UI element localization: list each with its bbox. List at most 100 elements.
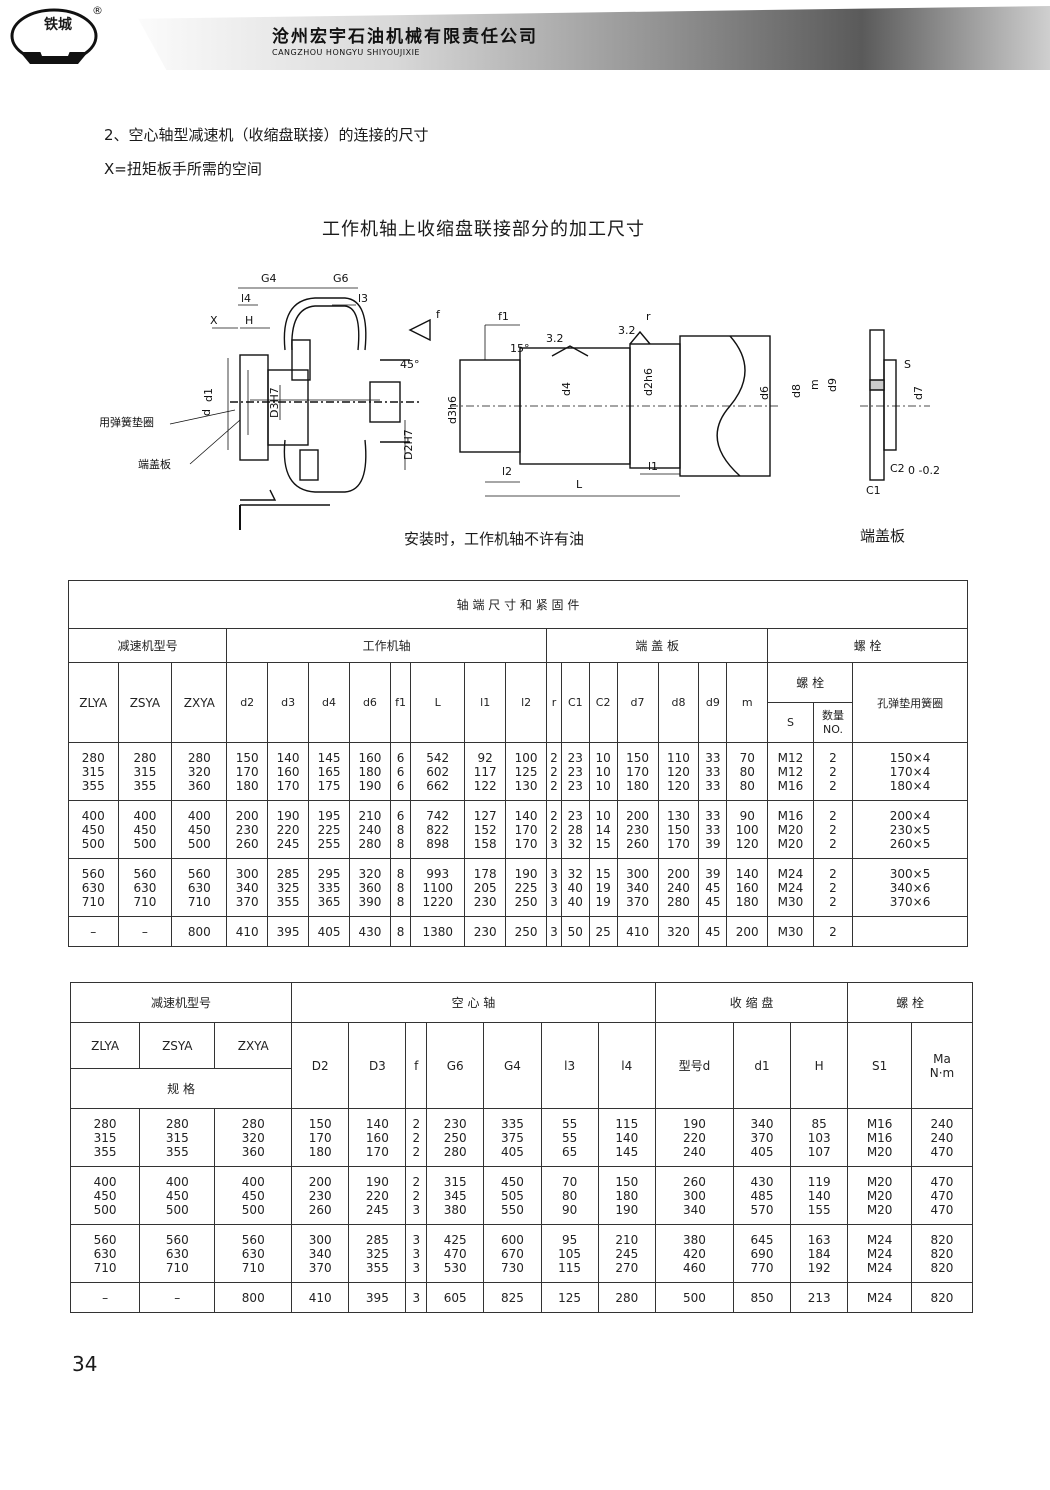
table-cell: 50 xyxy=(560,916,590,947)
table-cell: 400 450 500 xyxy=(69,1166,141,1225)
label-D2H7: D2H7 xyxy=(402,429,415,460)
table-cell: – xyxy=(68,916,119,947)
table-cell: M24 M24 M24 xyxy=(847,1224,912,1283)
table-cell: 15 19 19 xyxy=(588,858,618,917)
table-cell: 3 xyxy=(546,916,562,947)
table2-col: d1 xyxy=(732,1022,792,1109)
table-cell: 230 xyxy=(464,916,507,947)
shaft-end-table: 轴 端 尺 寸 和 紧 固 件 减速机型号 工作机轴 端 盖 板 螺 栓 ZLY… xyxy=(67,580,968,947)
table-cell: 2 2 2 xyxy=(812,742,854,801)
table1-col: C2 xyxy=(588,662,618,743)
table-cell: 125 xyxy=(540,1282,599,1313)
table-cell: 280 320 360 xyxy=(214,1108,293,1167)
table-cell: 92 117 122 xyxy=(464,742,507,801)
table1-col-washer: 孔弹垫用簧圈 xyxy=(852,662,968,743)
table1-group-cap: 端 盖 板 xyxy=(546,628,769,663)
table-cell: 430 485 570 xyxy=(732,1166,792,1225)
table-cell: M16 M16 M20 xyxy=(847,1108,912,1167)
label-S: S xyxy=(904,358,911,371)
table1-col-bolt-s: S xyxy=(767,702,814,743)
page-number: 34 xyxy=(72,1352,98,1376)
table-cell: 119 140 155 xyxy=(790,1166,849,1225)
table-cell: M30 xyxy=(767,916,814,947)
table-cell: 130 150 170 xyxy=(657,800,700,859)
table-cell: 500 xyxy=(654,1282,734,1313)
table-cell: 150 170 180 xyxy=(616,742,659,801)
table-cell: 190 225 250 xyxy=(505,858,548,917)
table-cell: M16 M20 M20 xyxy=(767,800,814,859)
label-C1: C1 xyxy=(866,484,881,497)
table-cell: 300 340 370 xyxy=(291,1224,350,1283)
table-cell: 33 33 33 xyxy=(698,742,728,801)
table-cell: 605 xyxy=(426,1282,485,1313)
label-d2h6: d2h6 xyxy=(642,368,655,396)
table-cell: 300×5 340×6 370×6 xyxy=(852,858,968,917)
label-45deg: 45° xyxy=(400,358,420,371)
table-cell: 542 602 662 xyxy=(410,742,466,801)
table-cell: 200 230 260 xyxy=(291,1166,350,1225)
table1-col: r xyxy=(546,662,562,743)
table-cell: 70 80 90 xyxy=(540,1166,599,1225)
table-cell: 285 325 355 xyxy=(348,1224,407,1283)
table-cell: 295 335 365 xyxy=(308,858,350,917)
company-name-cn: 沧州宏宇石油机械有限责任公司 xyxy=(272,27,538,47)
label-l1: l1 xyxy=(648,460,658,473)
table2-col: 型号d xyxy=(654,1022,734,1109)
label-15deg: 15° xyxy=(510,342,530,355)
table-cell: 560 630 710 xyxy=(68,858,119,917)
label-m: m xyxy=(808,379,821,390)
table-cell: 140 160 180 xyxy=(726,858,769,917)
table-cell: 280 315 355 xyxy=(68,742,119,801)
label-l4: l4 xyxy=(241,292,251,305)
hollow-shaft-table: 减速机型号 空 心 轴 收 缩 盘 螺 栓 ZLYA ZSYA ZXYA D2 … xyxy=(69,982,974,1313)
table-cell: 190 220 245 xyxy=(348,1166,407,1225)
table1-group-bolt: 螺 栓 xyxy=(767,628,968,663)
table-cell: 395 xyxy=(267,916,310,947)
table2-group-model: 减速机型号 xyxy=(69,982,293,1023)
table2-col-zlya: ZLYA xyxy=(69,1022,141,1069)
table2-group-bolt: 螺 栓 xyxy=(847,982,973,1023)
table-cell: 800 xyxy=(171,916,228,947)
figure-caption: 安装时，工作机轴不许有油 xyxy=(404,530,585,548)
label-spring-washer: 孔用弹簧垫圈 xyxy=(100,415,154,429)
table-cell: 285 325 355 xyxy=(267,858,310,917)
label-G4: G4 xyxy=(261,272,277,285)
table1-col: ZXYA xyxy=(171,662,228,743)
table-cell: 260 300 340 xyxy=(654,1166,734,1225)
table-cell: 2 2 2 xyxy=(546,742,562,801)
table-cell: 200 230 260 xyxy=(616,800,659,859)
table1-col-bolt-qty: 数量 NO. xyxy=(812,702,854,743)
table1-col: d6 xyxy=(348,662,391,743)
label-C2: C2 xyxy=(890,462,905,475)
table-cell: 380 420 460 xyxy=(654,1224,734,1283)
table-cell: M24 M24 M30 xyxy=(767,858,814,917)
table-cell: 200 230 260 xyxy=(226,800,269,859)
table-cell: 450 505 550 xyxy=(483,1166,542,1225)
table-cell: 2 2 2 xyxy=(812,858,854,917)
table-cell: – xyxy=(139,1282,216,1313)
table-cell: 280 315 355 xyxy=(139,1108,216,1167)
table1-col: ZSYA xyxy=(117,662,173,743)
table-cell: 6 6 6 xyxy=(389,742,412,801)
table2-col-zxya: ZXYA xyxy=(214,1022,293,1069)
table1-col: l2 xyxy=(505,662,548,743)
table2-col: f xyxy=(405,1022,428,1109)
table-cell: 560 630 710 xyxy=(214,1224,293,1283)
table-cell: 3 3 3 xyxy=(546,858,562,917)
table2-col: D2 xyxy=(291,1022,350,1109)
label-L: L xyxy=(576,478,583,491)
label-end-cap: 端盖板 xyxy=(138,457,171,471)
table2-group-hollow: 空 心 轴 xyxy=(291,982,656,1023)
table-cell: 8 xyxy=(389,916,412,947)
table-cell: 2 2 3 xyxy=(546,800,562,859)
table-cell: 150 170 180 xyxy=(226,742,269,801)
table-cell: 25 xyxy=(588,916,618,947)
section-note: X=扭矩板手所需的空间 xyxy=(104,160,262,178)
table-cell: 400 450 500 xyxy=(171,800,228,859)
table2-col-zsya: ZSYA xyxy=(139,1022,216,1069)
table-cell: 280 320 360 xyxy=(171,742,228,801)
table1-col: f1 xyxy=(389,662,412,743)
table1-col: l1 xyxy=(464,662,507,743)
table-cell: 90 100 120 xyxy=(726,800,769,859)
